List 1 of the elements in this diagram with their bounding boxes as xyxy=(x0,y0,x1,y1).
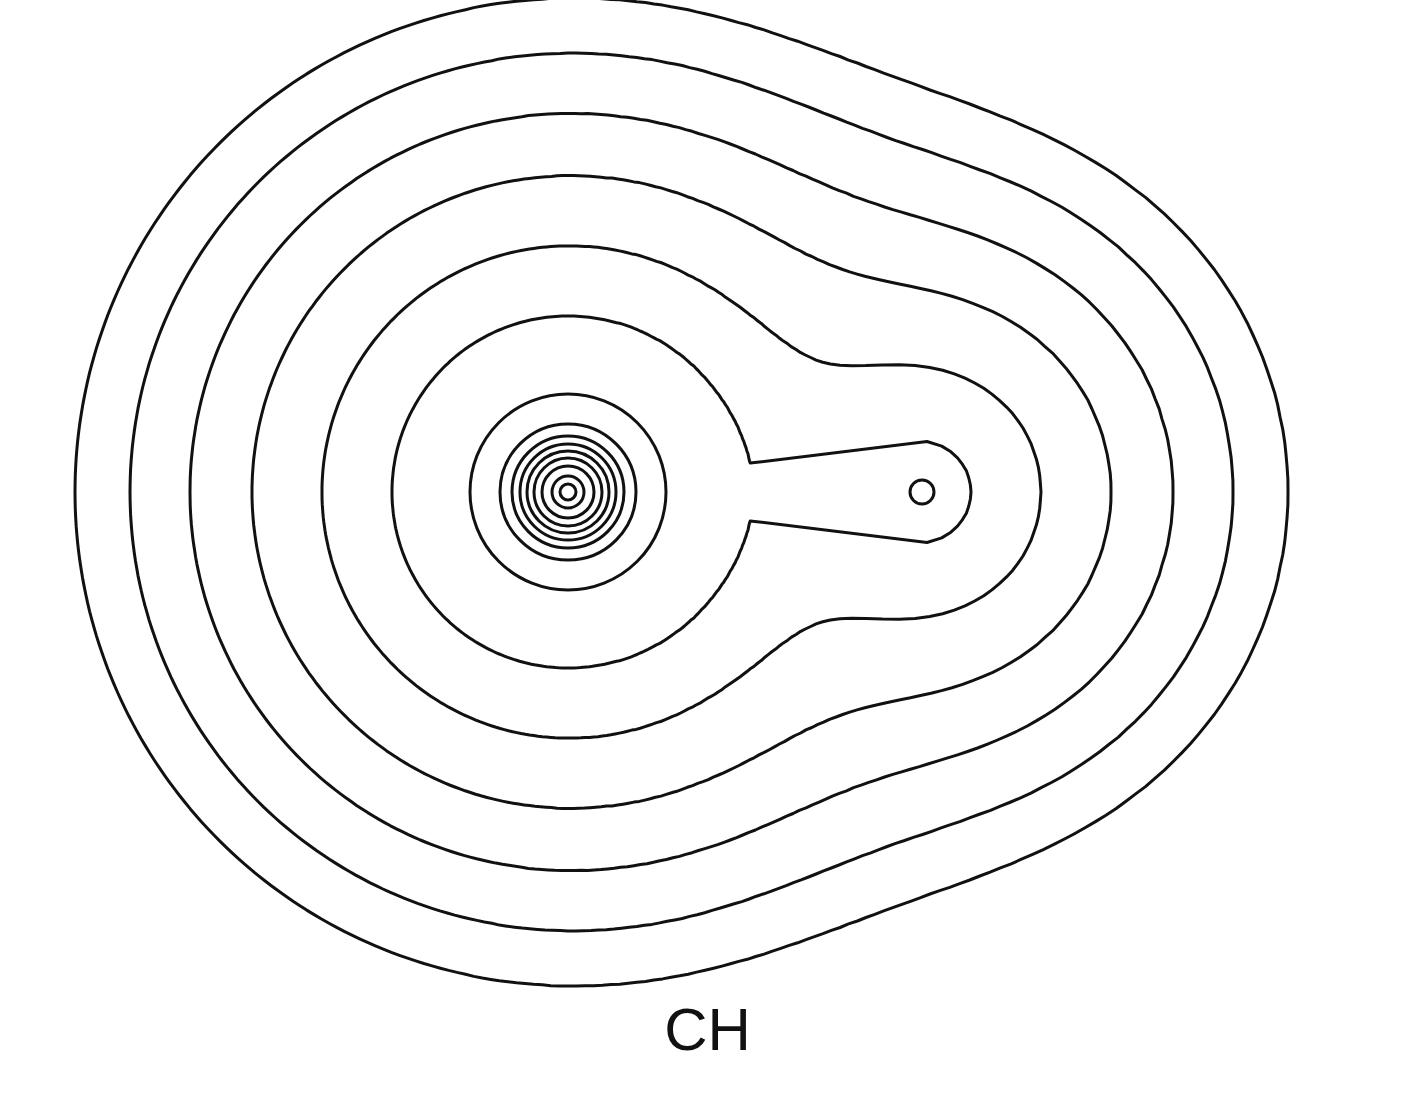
molecule-label: CH xyxy=(664,995,751,1065)
